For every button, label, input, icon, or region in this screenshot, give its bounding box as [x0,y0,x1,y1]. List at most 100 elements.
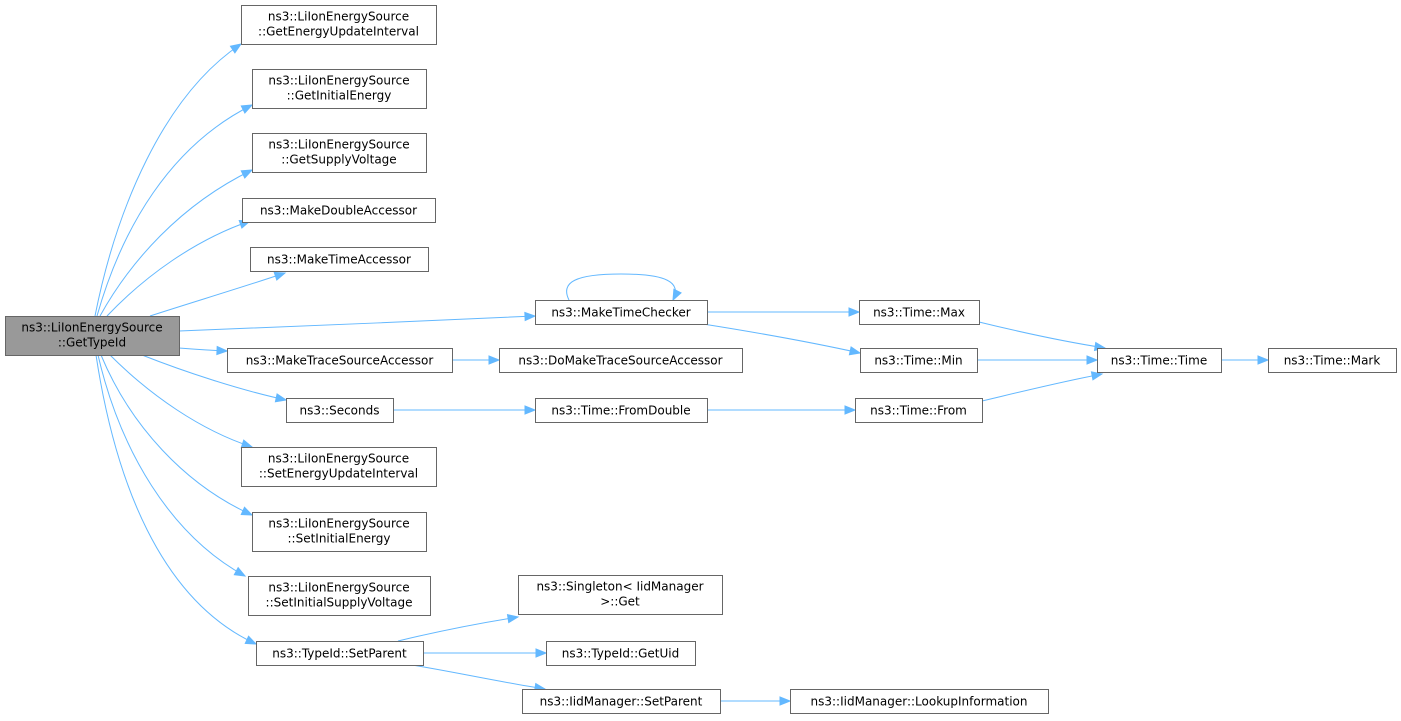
node-setInitialEnergy[interactable]: ns3::LiIonEnergySource::SetInitialEnergy [252,512,427,552]
node-box [252,69,427,109]
node-makeTraceSourceAccessor[interactable]: ns3::MakeTraceSourceAccessor [227,348,453,373]
edge-makeTimeChecker-to-timeMin [702,323,862,356]
node-box [859,300,980,325]
edge-arrowhead [488,355,501,365]
node-label-line: ns3::LiIonEnergySource [268,10,409,24]
node-makeTimeChecker[interactable]: ns3::MakeTimeChecker [535,300,708,325]
node-label-line: ::SetInitialEnergy [287,532,390,546]
edge-root-to-makeTimeChecker [178,311,537,332]
edge-root-to-getEnergyUpdateInterval [94,43,243,317]
edge-root-to-seconds [141,354,288,403]
node-setEnergyUpdateInterval[interactable]: ns3::LiIonEnergySource::SetEnergyUpdateI… [241,447,437,487]
edge-arrowhead [779,696,792,706]
edge-root-to-typeIdSetParent [95,354,258,645]
edge-line [96,104,253,317]
edge-line [94,43,242,317]
edge-arrowhead [233,566,247,577]
node-box [855,398,983,423]
edge-arrowhead [535,648,548,658]
node-makeTimeAccessor[interactable]: ns3::MakeTimeAccessor [250,247,429,272]
edge-root-to-setInitialSupplyVoltage [97,354,247,577]
node-box [248,576,431,616]
edge-timeFrom-to-timeTime [981,371,1104,402]
edge-arrowhead [1086,355,1099,365]
node-label-line: ns3::IidManager::SetParent [540,695,703,709]
node-timeMin[interactable]: ns3::Time::Min [860,348,978,373]
node-label-line: ns3::Seconds [300,404,380,418]
edge-line [702,323,861,354]
edge-typeIdSetParent-to-singletonGet [397,613,520,642]
edge-arrowhead [524,311,537,322]
node-iidManagerLookup[interactable]: ns3::IidManager::LookupInformation [790,689,1049,714]
node-box [252,512,427,552]
edge-root-to-getInitialEnergy [96,104,254,317]
edge-arrowhead [240,104,254,114]
node-box [241,5,437,45]
node-timeMark[interactable]: ns3::Time::Mark [1268,348,1397,373]
edge-arrowhead [524,405,537,415]
edge-makeTimeChecker-to-timeMax [706,307,861,317]
node-label-line: ns3::MakeTraceSourceAccessor [246,354,434,368]
edge-line [106,220,251,317]
node-box [518,575,723,615]
node-label-line: ns3::TypeId::SetParent [272,647,407,661]
node-label-line: ns3::TypeId::GetUid [562,647,680,661]
node-iidManagerSetParent[interactable]: ns3::IidManager::SetParent [522,689,721,714]
node-timeMax[interactable]: ns3::Time::Max [859,300,980,325]
edge-arrowhead [244,635,258,645]
node-makeDoubleAccessor[interactable]: ns3::MakeDoubleAccessor [242,198,436,223]
edge-timeTime-to-timeMark [1221,355,1270,365]
node-label-line: ns3::Time::Max [873,306,965,320]
node-typeIdSetParent[interactable]: ns3::TypeId::SetParent [256,641,424,666]
node-box [252,133,427,173]
node-singletonGet[interactable]: ns3::Singleton< IidManager>::Get [518,575,723,615]
node-label-line: ns3::MakeTimeChecker [551,306,690,320]
node-box [499,348,743,373]
node-label-line: ns3::Time::FromDouble [551,404,690,418]
node-box [535,398,708,423]
node-getEnergyUpdateInterval[interactable]: ns3::LiIonEnergySource::GetEnergyUpdateI… [241,5,437,45]
node-setInitialSupplyVoltage[interactable]: ns3::LiIonEnergySource::SetInitialSupply… [248,576,431,616]
node-box [5,316,180,356]
edge-root-to-setInitialEnergy [100,354,254,516]
node-box [860,348,978,373]
edge-arrowhead [506,613,520,624]
edge-arrowhead [216,345,229,356]
edge-arrowhead [844,405,857,415]
node-label-line: ::GetInitialEnergy [287,89,392,103]
edge-line [149,272,286,317]
node-label-line: ns3::Time::Time [1111,354,1207,368]
edge-arrowhead [1090,371,1104,381]
edge-typeIdSetParent-to-iidManagerSetParent [411,664,547,693]
node-timeFrom[interactable]: ns3::Time::From [855,398,983,423]
edge-arrowhead [274,393,288,403]
edge-line [178,315,536,332]
edge-arrowhead [240,439,254,449]
node-label-line: ::GetTypeId [58,336,126,350]
node-label-line: ns3::LiIonEnergySource [268,452,409,466]
edge-line [981,373,1103,402]
edge-timeMin-to-timeTime [977,355,1099,365]
node-typeIdGetUid[interactable]: ns3::TypeId::GetUid [546,641,696,666]
edge-timeFromDouble-to-timeFrom [707,405,857,415]
node-getInitialEnergy[interactable]: ns3::LiIonEnergySource::GetInitialEnergy [252,69,427,109]
node-label-line: ns3::Time::From [870,404,967,418]
edge-arrowhead [240,506,254,516]
node-timeFromDouble[interactable]: ns3::Time::FromDouble [535,398,708,423]
node-label-line: ns3::LiIonEnergySource [268,517,409,531]
edge-arrowhead [848,346,862,356]
node-label-line: ns3::MakeTimeAccessor [267,253,411,267]
node-label-line: ns3::LiIonEnergySource [268,74,409,88]
node-getSupplyVoltage[interactable]: ns3::LiIonEnergySource::GetSupplyVoltage [252,133,427,173]
node-label-line: ns3::MakeDoubleAccessor [260,204,417,218]
edge-iidManagerSetParent-to-iidManagerLookup [720,696,792,706]
node-box [535,300,708,325]
node-timeTime[interactable]: ns3::Time::Time [1097,348,1222,373]
edge-line [97,354,246,577]
node-seconds[interactable]: ns3::Seconds [286,398,394,423]
edge-makeTraceSourceAccessor-to-doMakeTraceSourceAccessor [452,355,501,365]
node-doMakeTraceSourceAccessor[interactable]: ns3::DoMakeTraceSourceAccessor [499,348,743,373]
node-label-line: ::GetEnergyUpdateInterval [258,25,419,39]
nodes-layer: ns3::LiIonEnergySource::GetTypeIdns3::Li… [5,5,1397,714]
